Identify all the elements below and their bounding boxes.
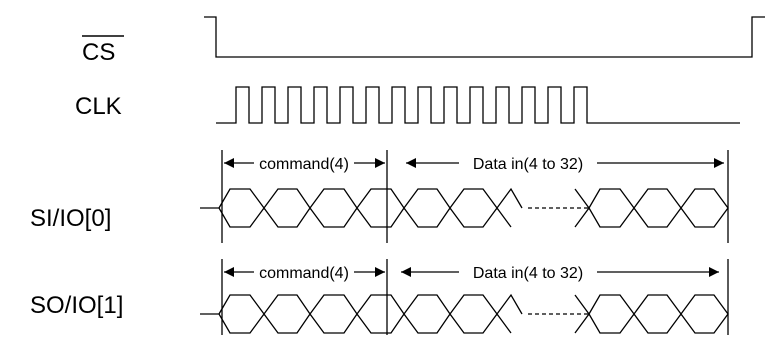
cs-waveform [204, 16, 765, 58]
cs-label: CS [82, 39, 115, 66]
so-io1-label: SO/IO[1] [30, 292, 123, 319]
clk-label: CLK [75, 93, 122, 120]
so-bus-waveform [200, 293, 729, 334]
so-command-label: command(4) [259, 265, 349, 282]
si-command-label: command(4) [259, 156, 349, 173]
clk-waveform [216, 86, 740, 124]
si-io0-group: command(4) Data in(4 to 32) [200, 150, 729, 243]
si-bus-waveform [200, 187, 729, 228]
so-data-label: Data in(4 to 32) [473, 265, 583, 282]
si-io0-label: SI/IO[0] [30, 205, 111, 232]
si-data-label: Data in(4 to 32) [473, 156, 583, 173]
so-io1-group: command(4) Data in(4 to 32) [200, 259, 729, 335]
